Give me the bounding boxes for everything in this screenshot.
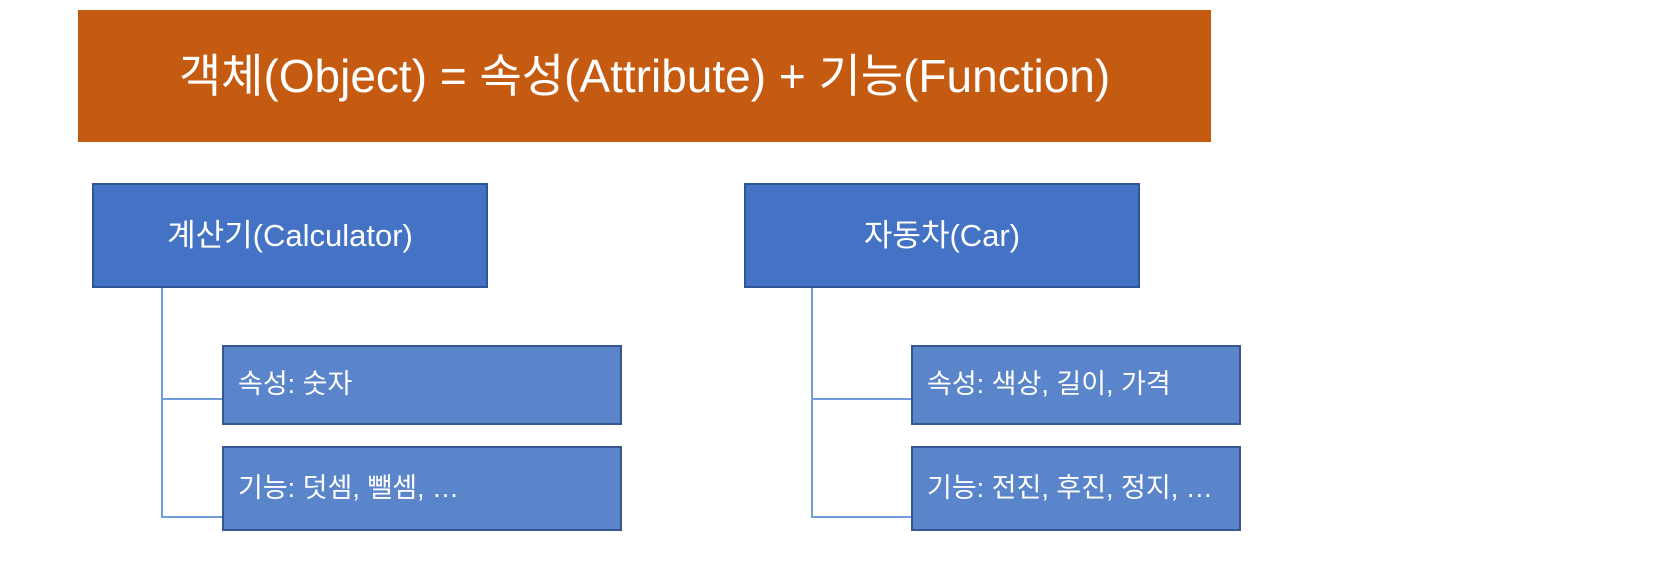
node-calculator-label: 계산기(Calculator) — [167, 217, 413, 253]
node-calc-functions-label: 기능: 덧셈, 뺄셈, … — [238, 472, 460, 503]
title-banner-text: 객체(Object) = 속성(Attribute) + 기능(Function… — [178, 49, 1111, 102]
title-banner: 객체(Object) = 속성(Attribute) + 기능(Function… — [78, 10, 1211, 142]
connector-horizontal-calc-functions — [161, 516, 224, 518]
node-calculator[interactable]: 계산기(Calculator) — [92, 183, 488, 288]
node-calc-attributes-label: 속성: 숫자 — [238, 369, 353, 400]
node-car[interactable]: 자동차(Car) — [744, 183, 1140, 288]
node-car-functions-label: 기능: 전진, 후진, 정지, … — [927, 472, 1213, 503]
connector-horizontal-car-attributes — [811, 398, 913, 400]
node-car-attributes-label: 속성: 색상, 길이, 가격 — [927, 369, 1171, 400]
connector-vertical-car — [811, 288, 813, 518]
node-car-functions[interactable]: 기능: 전진, 후진, 정지, … — [911, 446, 1241, 531]
node-calc-attributes[interactable]: 속성: 숫자 — [222, 345, 622, 425]
connector-horizontal-car-functions — [811, 516, 913, 518]
node-car-label: 자동차(Car) — [863, 217, 1021, 253]
node-car-attributes[interactable]: 속성: 색상, 길이, 가격 — [911, 345, 1241, 425]
connector-horizontal-calc-attributes — [161, 398, 224, 400]
node-calc-functions[interactable]: 기능: 덧셈, 뺄셈, … — [222, 446, 622, 531]
connector-vertical-calculator — [161, 288, 163, 518]
